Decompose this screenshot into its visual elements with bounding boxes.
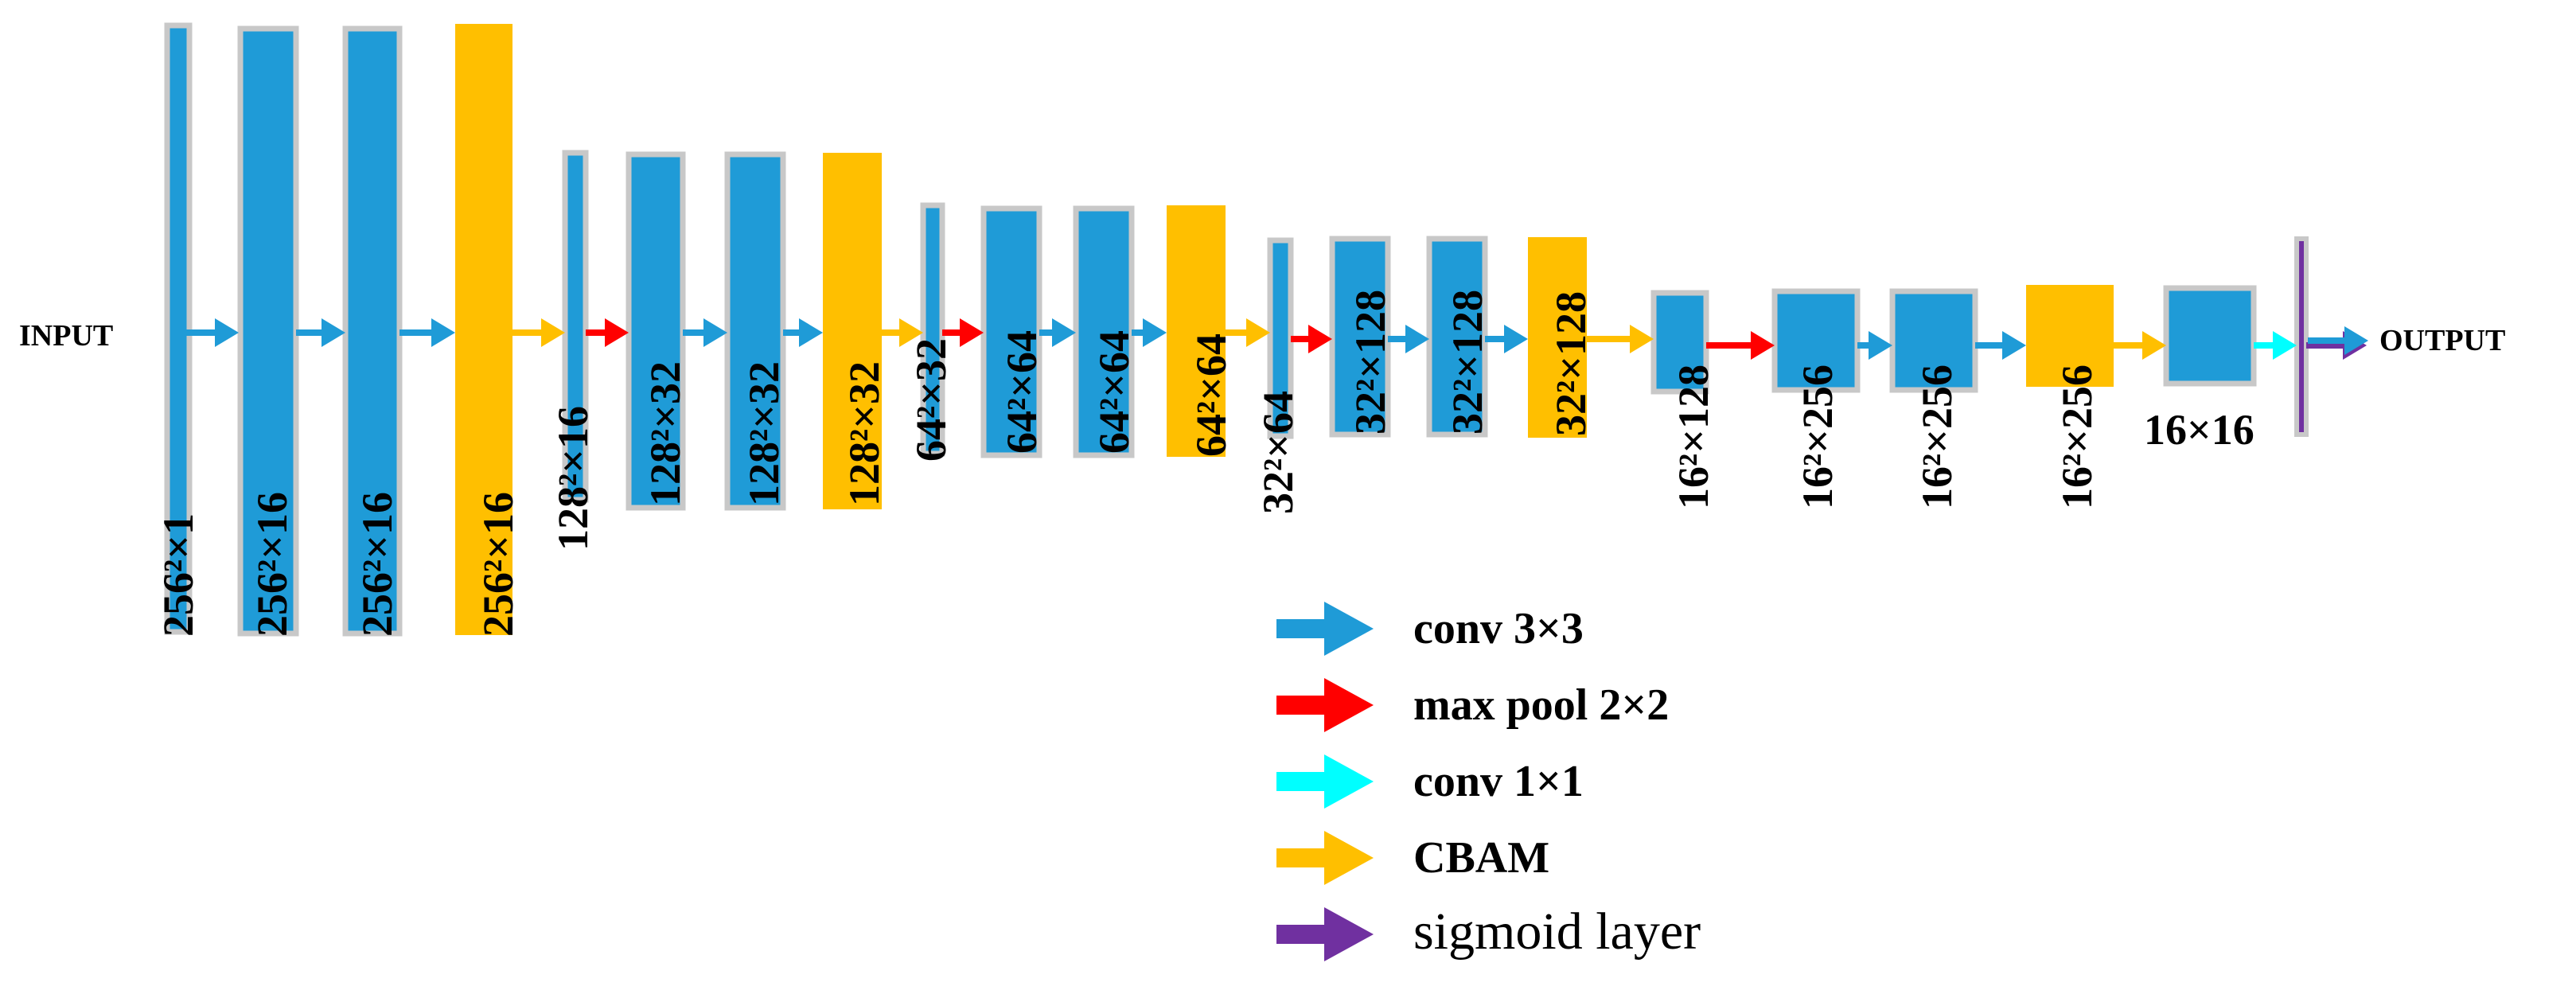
conv3x3-arrow [683,318,727,347]
layer-label: 32²×128 [1346,290,1394,435]
layer-label: 64²×32 [907,338,955,462]
cbam-block [1167,205,1226,457]
layer-label: 32²×128 [1547,291,1595,436]
conv-block [1889,288,1978,393]
layer-label: 16²×256 [1913,364,1961,509]
output-layer-block [2294,236,2309,437]
conv-block [562,150,589,503]
maxpool-legend-arrow-head [1324,678,1374,732]
layer-label: 128²×32 [840,361,888,506]
layer-label: 256²×16 [248,492,296,637]
conv1x1-legend-arrow-head [1324,754,1374,809]
conv3x3-arrow [1039,318,1076,347]
legend-item-cbam: CBAM [1276,831,1549,885]
cbam-block [455,24,512,635]
layer-label: 64²×64 [998,330,1046,454]
legend-item-sigmoid: sigmoid layer [1276,902,1701,961]
layer-label: 256²×16 [474,492,522,637]
conv-block [1329,236,1391,438]
layer-label: 16²×128 [1670,364,1717,509]
layer-blocks [164,22,2309,637]
conv1x1-arrow [2254,331,2297,360]
cbam-block [823,153,882,509]
cbam-block [2026,285,2114,387]
conv-block [1073,205,1135,458]
conv-block [237,25,299,637]
legend-item-conv3x3: conv 3×3 [1276,602,1584,656]
legend-label: conv 1×1 [1413,757,1584,806]
legend-label: CBAM [1413,833,1549,883]
layer-label: 16²×256 [2053,364,2101,509]
cbam-block [1528,237,1587,438]
conv1x1-legend-arrow-shaft [1276,772,1327,791]
cbam-legend-arrow-shaft [1276,848,1327,867]
conv-block [724,151,786,511]
maxpool-arrow [1291,325,1332,353]
conv-block [1771,288,1861,393]
sigmoid-legend-arrow-head [1324,907,1374,961]
input-arrow [181,318,239,347]
legend-label: sigmoid layer [1413,902,1701,961]
layer-label: 32²×64 [1254,391,1302,514]
input-label: INPUT [19,319,113,353]
layer-label: 256²×1 [154,513,202,637]
conv3x3-arrow [296,318,345,347]
cbam-arrow [512,318,565,347]
layer-label: 16²×256 [1794,364,1841,509]
layer-labels: 256²×1 256²×16 256²×16 256²×16 128²×16 128²×3… [154,290,2254,637]
layer-label: 16×16 [2144,406,2254,454]
output-label: OUTPUT [2379,324,2505,357]
cbam-arrow [1587,325,1654,353]
conv3x3-arrow [783,318,823,347]
conv-block [1650,290,1709,395]
legend-label: conv 3×3 [1413,604,1584,653]
legend-item-conv1x1: conv 1×1 [1276,754,1584,809]
layer-label: 32²×128 [1444,290,1491,435]
conv3x3-arrow [1132,318,1167,347]
legend-label: max pool 2×2 [1413,680,1669,730]
conv-block [625,151,686,511]
conv-block [342,25,403,637]
conv3x3-arrow [1857,331,1892,360]
conv3x3-legend-arrow-shaft [1276,619,1327,638]
flow-arrows [181,318,2368,360]
maxpool-arrow [586,318,629,347]
cbam-arrow [882,318,923,347]
layer-label: 128²×32 [740,361,788,506]
layer-label: 256²×16 [353,492,401,637]
output-arrow [2308,326,2368,355]
conv-block [980,205,1042,458]
conv3x3-arrow [1388,325,1429,353]
cbam-legend-arrow-head [1324,831,1374,885]
sigmoid-legend-arrow-shaft [1276,925,1327,944]
cbam-arrow [2114,331,2166,360]
cbam-arrow [1226,318,1270,347]
maxpool-arrow [942,318,984,347]
layer-label: 64²×64 [1090,330,1138,454]
conv3x3-legend-arrow-head [1324,602,1374,656]
conv3x3-arrow [1975,331,2026,360]
maxpool-arrow [1706,331,1775,360]
layer-label: 128²×32 [641,361,689,506]
layer-label: 128²×16 [549,406,597,551]
legend-item-maxpool: max pool 2×2 [1276,678,1669,732]
conv-block [164,22,193,635]
conv3x3-arrow [399,318,455,347]
layer-label: 64²×64 [1187,333,1235,457]
conv3x3-arrow [1485,325,1528,353]
maxpool-legend-arrow-shaft [1276,696,1327,715]
conv-block [2163,285,2257,387]
